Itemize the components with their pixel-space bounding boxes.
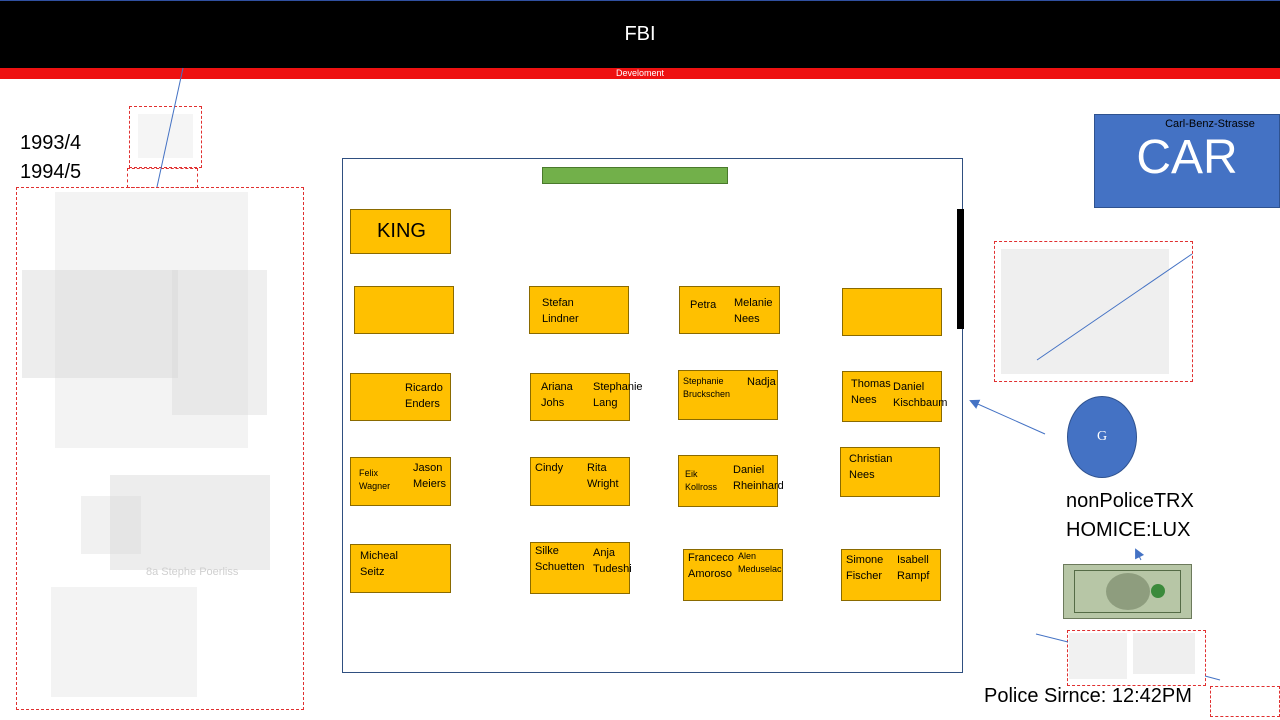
student-name: Simone Fischer bbox=[846, 554, 884, 582]
student-name: Franceco Amoroso bbox=[688, 552, 734, 580]
small-photo bbox=[138, 114, 193, 158]
connector-line bbox=[1204, 675, 1221, 681]
g-circle-label: G bbox=[1096, 429, 1108, 444]
student-name: Rita Wright bbox=[587, 462, 619, 490]
classroom-photo-3 bbox=[172, 270, 267, 415]
desk[interactable]: Christian Nees bbox=[840, 447, 940, 497]
student-name: Eik Kollross bbox=[685, 469, 718, 492]
student-name: Ariana Johs bbox=[541, 381, 573, 409]
student-name: Anja Tudeshi bbox=[593, 547, 632, 575]
student-name: Felix Wagner bbox=[359, 468, 391, 491]
bottom-image-frame[interactable] bbox=[1067, 630, 1206, 686]
classroom-photo-6 bbox=[1001, 249, 1169, 374]
computer-photo bbox=[110, 475, 270, 570]
student-name: Alen Meduselac bbox=[738, 551, 782, 574]
student-name: Daniel Kischbaum bbox=[893, 381, 948, 409]
student-name: Stephanie Lang bbox=[593, 381, 643, 409]
desk[interactable]: Thomas Nees Daniel Kischbaum bbox=[842, 371, 947, 422]
portrait-photo-2 bbox=[1133, 633, 1195, 674]
police-since-text: Police Sirnce: 12:42PM bbox=[984, 685, 1192, 707]
car-street-label: Carl-Benz-Strasse bbox=[1165, 118, 1255, 130]
student-name: Petra bbox=[690, 299, 717, 311]
student-name: Stephanie Bruckschen bbox=[683, 376, 731, 399]
desk[interactable]: Stefan Lindner bbox=[529, 286, 629, 334]
student-name: Nadja bbox=[747, 376, 776, 388]
small-image-frame-2[interactable] bbox=[127, 168, 198, 188]
desk[interactable]: Ricardo Enders bbox=[350, 373, 451, 421]
desk[interactable] bbox=[842, 288, 942, 336]
blackboard bbox=[542, 167, 728, 184]
info-line-1: nonPoliceTRX bbox=[1066, 490, 1194, 512]
g-circle[interactable] bbox=[1067, 396, 1137, 478]
classroom-photo-5 bbox=[51, 587, 197, 697]
student-name: Isabell Rampf bbox=[897, 554, 930, 582]
portrait-photo-1 bbox=[1069, 633, 1127, 679]
student-name: Daniel Rheinhard bbox=[733, 464, 784, 492]
teacher-desk-label: KING bbox=[377, 220, 426, 242]
right-image-frame[interactable] bbox=[994, 241, 1193, 382]
desk[interactable]: Silke Schuetten Anja Tudeshi bbox=[530, 542, 632, 594]
desk[interactable]: Eik Kollross Daniel Rheinhard bbox=[678, 455, 784, 507]
door bbox=[957, 209, 964, 329]
classroom-photo-4 bbox=[81, 496, 141, 554]
header-subtitle: Develoment bbox=[615, 68, 665, 78]
student-name: Ricardo Enders bbox=[405, 382, 443, 410]
desk[interactable]: Simone Fischer Isabell Rampf bbox=[841, 549, 941, 601]
dollar-bill-portrait bbox=[1106, 573, 1150, 610]
desk[interactable]: Micheal Seitz bbox=[350, 544, 451, 593]
header-bar bbox=[0, 0, 1280, 68]
faded-caption: 8a Stephe Poerliss bbox=[146, 566, 239, 578]
desk[interactable] bbox=[354, 286, 454, 334]
classroom-photo-2 bbox=[22, 270, 178, 378]
desk[interactable]: Petra Melanie Nees bbox=[679, 286, 780, 334]
student-name: Stefan Lindner bbox=[542, 297, 579, 325]
student-name: Melanie Nees bbox=[734, 297, 773, 325]
header-title: FBI bbox=[624, 23, 656, 45]
desk[interactable]: Franceco Amoroso Alen Meduselac bbox=[683, 549, 783, 601]
dollar-bill-border bbox=[1074, 570, 1181, 613]
student-name: Micheal Seitz bbox=[360, 550, 398, 578]
car-box[interactable] bbox=[1094, 114, 1280, 208]
student-name: Silke Schuetten bbox=[535, 545, 585, 573]
empty-frame[interactable] bbox=[1210, 686, 1280, 717]
car-label: CAR bbox=[1136, 131, 1238, 184]
connector-line bbox=[1035, 633, 1069, 643]
arrow-up bbox=[1135, 548, 1145, 561]
desk[interactable]: Cindy Rita Wright bbox=[530, 457, 630, 506]
classroom-photo-1 bbox=[55, 192, 248, 448]
desk[interactable]: Felix Wagner Jason Meiers bbox=[350, 457, 451, 506]
desk[interactable]: Stephanie Bruckschen Nadja bbox=[678, 370, 778, 420]
student-name: Thomas Nees bbox=[851, 378, 891, 406]
dollar-bill-seal bbox=[1151, 584, 1165, 598]
photo-collage-frame[interactable] bbox=[16, 187, 304, 710]
arrow-to-desk bbox=[969, 399, 1046, 435]
year-label-1: 1993/4 bbox=[20, 132, 82, 154]
student-name: Christian Nees bbox=[849, 453, 893, 481]
desk[interactable]: Ariana Johs Stephanie Lang bbox=[530, 373, 643, 421]
student-name: Jason Meiers bbox=[413, 462, 447, 490]
teacher-desk[interactable]: KING bbox=[350, 209, 451, 254]
student-name: Cindy bbox=[535, 462, 564, 474]
year-label-2: 1994/5 bbox=[20, 161, 82, 183]
info-line-2: HOMICE:LUX bbox=[1066, 519, 1191, 541]
accent-bar bbox=[0, 68, 1280, 79]
